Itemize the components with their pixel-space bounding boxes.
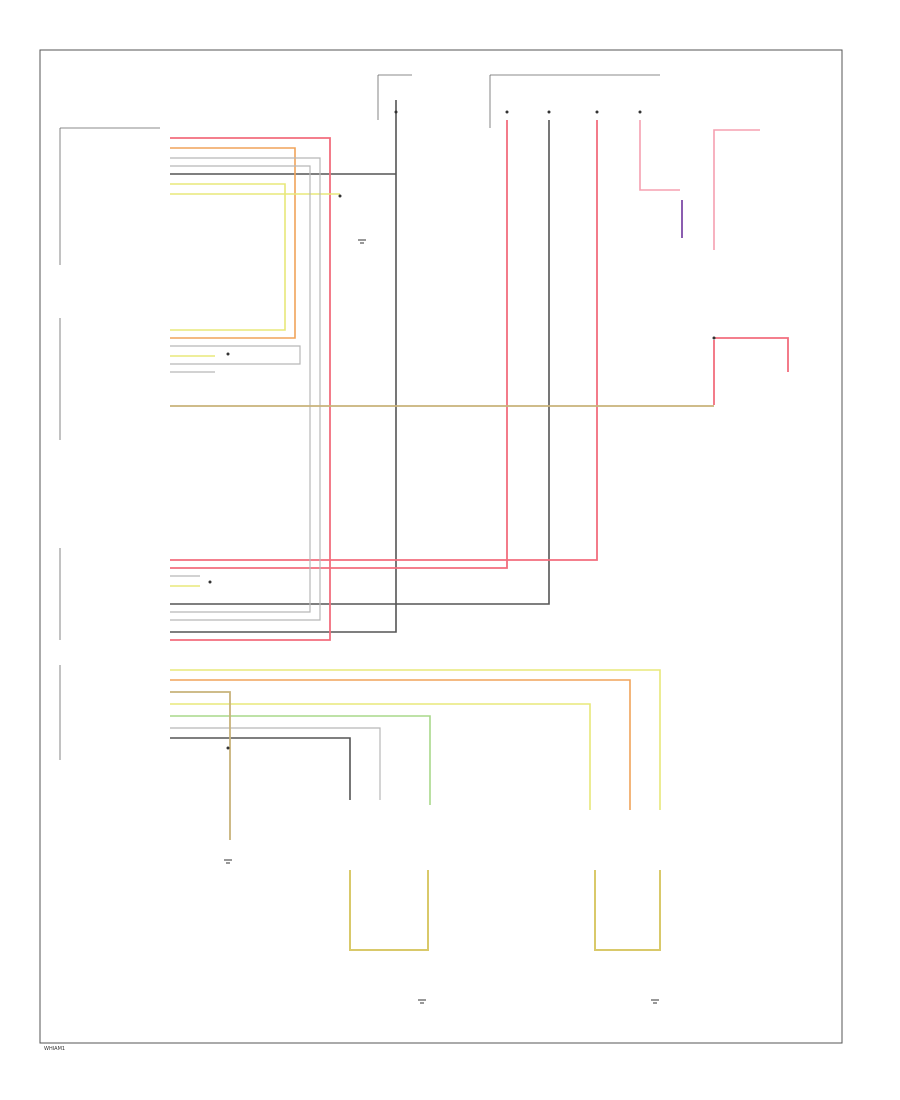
- wire-gray-1: [170, 157, 321, 621]
- gray-wires: [170, 157, 381, 800]
- loop-right-headlamp: [594, 870, 661, 951]
- page-code: WHIAM1: [44, 1046, 65, 1052]
- diagram-frame: [39, 49, 843, 1044]
- yellow-wires: [170, 183, 661, 810]
- contact-7: [226, 352, 230, 356]
- wire-yellow-hl-1: [170, 669, 661, 810]
- orange-wires: [170, 147, 631, 810]
- contact-5: [638, 110, 642, 114]
- wire-orange-switch: [170, 147, 296, 339]
- wire-red-fuse-1: [170, 120, 508, 569]
- contact-2: [505, 110, 509, 114]
- ground-symbols: [224, 239, 659, 1004]
- wire-pink-emergency: [713, 129, 760, 250]
- wire-red-fuse-2: [170, 120, 598, 561]
- wire-orange-hl: [170, 679, 631, 810]
- wire-dark-fuse-left: [170, 100, 397, 633]
- contact-1: [394, 110, 398, 114]
- contact-10: [712, 336, 716, 340]
- contact-9: [226, 746, 230, 750]
- headlamp-loops: [349, 870, 661, 951]
- fuse-box-bracket-left: [377, 74, 412, 120]
- loop-left-headlamp: [349, 870, 429, 951]
- contacts: [208, 110, 716, 750]
- wire-dark-hl-left: [170, 737, 351, 800]
- contact-4: [595, 110, 599, 114]
- ground-3: [418, 999, 426, 1004]
- wire-green: [170, 715, 431, 805]
- wire-red-switch-top: [170, 137, 331, 641]
- wire-pink-fuse-4: [639, 120, 680, 191]
- wire-gray-3: [170, 345, 301, 365]
- contact-6: [338, 194, 342, 198]
- contact-8: [208, 580, 212, 584]
- contact-3: [547, 110, 551, 114]
- tan-wires: [170, 405, 714, 840]
- fuse-box-bracket-right: [489, 74, 660, 128]
- wire-gray-2: [170, 165, 311, 613]
- ground-4: [651, 999, 659, 1004]
- wire-red-emergency-2: [714, 337, 789, 372]
- wire-yellow-switch: [170, 183, 286, 331]
- pink-wires: [639, 120, 760, 250]
- wire-tan-hl: [170, 691, 231, 840]
- ground-2: [224, 859, 232, 864]
- ground-1: [358, 239, 366, 244]
- dark-wires: [170, 100, 550, 800]
- wire-yellow-hl-2: [170, 703, 591, 810]
- wire-dark-fuse-mid: [170, 120, 550, 605]
- wire-gray-hl: [170, 727, 381, 800]
- light-switch-bracket: [59, 127, 160, 265]
- red-wires: [170, 120, 789, 641]
